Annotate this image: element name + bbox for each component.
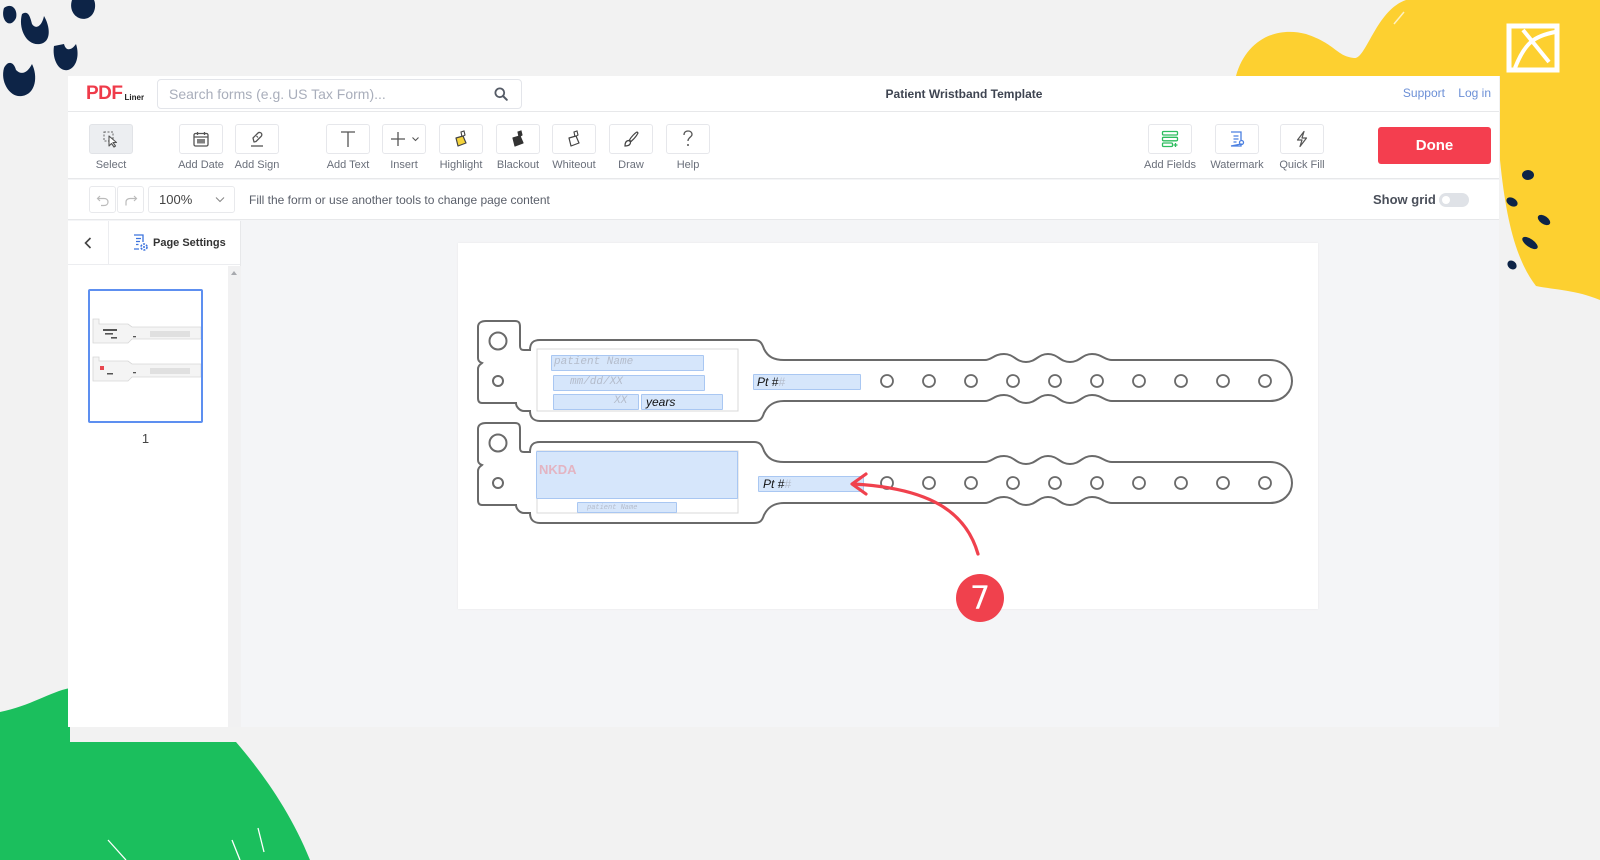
tool-add-date[interactable]: Add Date (178, 124, 224, 171)
main-toolbar: Select Add Date Add Sign (68, 112, 1499, 179)
chevron-down-icon (411, 137, 419, 142)
tool-label: Insert (390, 159, 418, 171)
tool-label: Draw (618, 159, 644, 171)
tool-label: Highlight (439, 159, 483, 171)
patient-number-field-1[interactable]: Pt ## (753, 374, 861, 390)
tool-label: Help (676, 159, 700, 171)
sidebar-header: Page Settings (68, 221, 240, 265)
tool-label: Select (95, 159, 127, 171)
zoom-level-select[interactable]: 100% (148, 186, 235, 213)
text-t-icon (341, 131, 355, 147)
patient-name-field-2[interactable]: patient Name (577, 502, 677, 513)
tool-add-sign[interactable]: Add Sign (234, 124, 280, 171)
add-fields-icon (1161, 130, 1179, 148)
tool-label: Quick Fill (1279, 159, 1325, 171)
tool-help[interactable]: Help (665, 124, 711, 171)
tool-whiteout[interactable]: Whiteout (551, 124, 597, 171)
tool-insert[interactable]: Insert (381, 124, 427, 171)
undo-button[interactable] (89, 186, 116, 213)
show-grid-toggle[interactable] (1439, 193, 1469, 207)
tool-add-fields[interactable]: Add Fields (1144, 124, 1196, 171)
whiteout-brush-icon (568, 130, 580, 147)
patient-name-field[interactable]: patient Name (551, 355, 704, 371)
tool-label: Watermark (1210, 159, 1264, 171)
pages-sidebar: Page Settings 1 (68, 221, 241, 727)
page-number-label: 1 (141, 431, 150, 446)
age-field[interactable]: XX (553, 394, 639, 410)
decorative-navy-dots (3, 0, 96, 97)
header-links: Support Log in (1393, 86, 1491, 100)
pdf-editor-app: PDF Liner Patient Wristband Template Sup… (68, 76, 1499, 727)
tool-draw[interactable]: Draw (608, 124, 654, 171)
highlight-brush-icon (455, 130, 467, 147)
step-number-badge: 7 (956, 574, 1004, 622)
tool-label: Add Fields (1144, 159, 1196, 171)
logo-subtext: Liner (124, 93, 145, 102)
tool-label: Add Date (178, 159, 224, 171)
secondary-toolbar: 100% Fill the form or use another tools … (68, 180, 1499, 220)
pen-sign-icon (251, 131, 263, 147)
question-icon (683, 130, 693, 146)
toggle-knob (1442, 196, 1450, 204)
wristband-outlines (477, 320, 1294, 524)
tool-add-text[interactable]: Add Text (325, 124, 371, 171)
page-thumbnail-1[interactable] (88, 289, 203, 423)
patient-number-field-2[interactable]: Pt ## (758, 476, 864, 492)
chevron-left-icon (84, 237, 92, 249)
lightning-icon (1296, 130, 1308, 148)
date-of-birth-field[interactable]: mm/dd/XX (553, 375, 705, 391)
watermark-icon (1230, 131, 1245, 147)
redo-icon (124, 195, 137, 205)
decorative-yellow-splash (1236, 0, 1600, 300)
pdfliner-logo-mark-icon (1506, 23, 1560, 73)
sidebar-scrollbar[interactable] (228, 266, 241, 727)
logo-text: PDF (86, 83, 123, 104)
document-title: Patient Wristband Template (885, 87, 1043, 101)
document-canvas: patient Name mm/dd/XX XX years Pt ## NKD… (242, 221, 1499, 727)
page-settings-icon (134, 234, 148, 251)
page-settings-button[interactable]: Page Settings (132, 234, 226, 252)
zoom-level-value: 100% (159, 192, 193, 207)
tool-label: Blackout (496, 159, 540, 171)
tool-watermark[interactable]: Watermark (1210, 124, 1264, 171)
search-input[interactable] (158, 80, 478, 108)
editor-hint-text: Fill the form or use another tools to ch… (249, 193, 550, 207)
tool-label: Add Sign (234, 159, 280, 171)
page-thumbnail-preview (92, 318, 201, 382)
tool-label: Whiteout (552, 159, 596, 171)
age-unit-field[interactable]: years (641, 394, 723, 410)
collapse-sidebar-button[interactable] (68, 221, 109, 265)
decorative-green-splash (0, 688, 310, 860)
blackout-brush-icon (512, 130, 524, 147)
tool-quick-fill[interactable]: Quick Fill (1279, 124, 1325, 171)
redo-button[interactable] (117, 186, 144, 213)
draw-brush-icon (624, 131, 639, 147)
allergy-field[interactable]: NKDA (536, 451, 738, 499)
support-link[interactable]: Support (1402, 86, 1445, 100)
plus-icon (390, 132, 405, 146)
tool-blackout[interactable]: Blackout (495, 124, 541, 171)
page-settings-label: Page Settings (153, 237, 226, 249)
show-grid-label: Show grid (1373, 192, 1436, 207)
search-icon[interactable] (494, 87, 508, 101)
chevron-down-icon (215, 197, 225, 203)
login-link[interactable]: Log in (1458, 86, 1491, 100)
decorative-navy-marks-right (1506, 170, 1551, 270)
calendar-icon (193, 132, 209, 147)
undo-icon (96, 195, 109, 206)
done-button[interactable]: Done (1378, 127, 1491, 164)
tool-select[interactable]: Select (88, 124, 134, 171)
tool-highlight[interactable]: Highlight (438, 124, 484, 171)
tool-label: Add Text (326, 159, 370, 171)
scroll-up-arrow-icon[interactable] (231, 271, 237, 275)
search-box (157, 79, 522, 109)
pdfliner-logo[interactable]: PDF Liner (86, 84, 144, 103)
document-page: patient Name mm/dd/XX XX years Pt ## NKD… (458, 243, 1318, 609)
top-header: PDF Liner Patient Wristband Template Sup… (68, 76, 1499, 112)
select-cursor-icon (103, 131, 118, 148)
